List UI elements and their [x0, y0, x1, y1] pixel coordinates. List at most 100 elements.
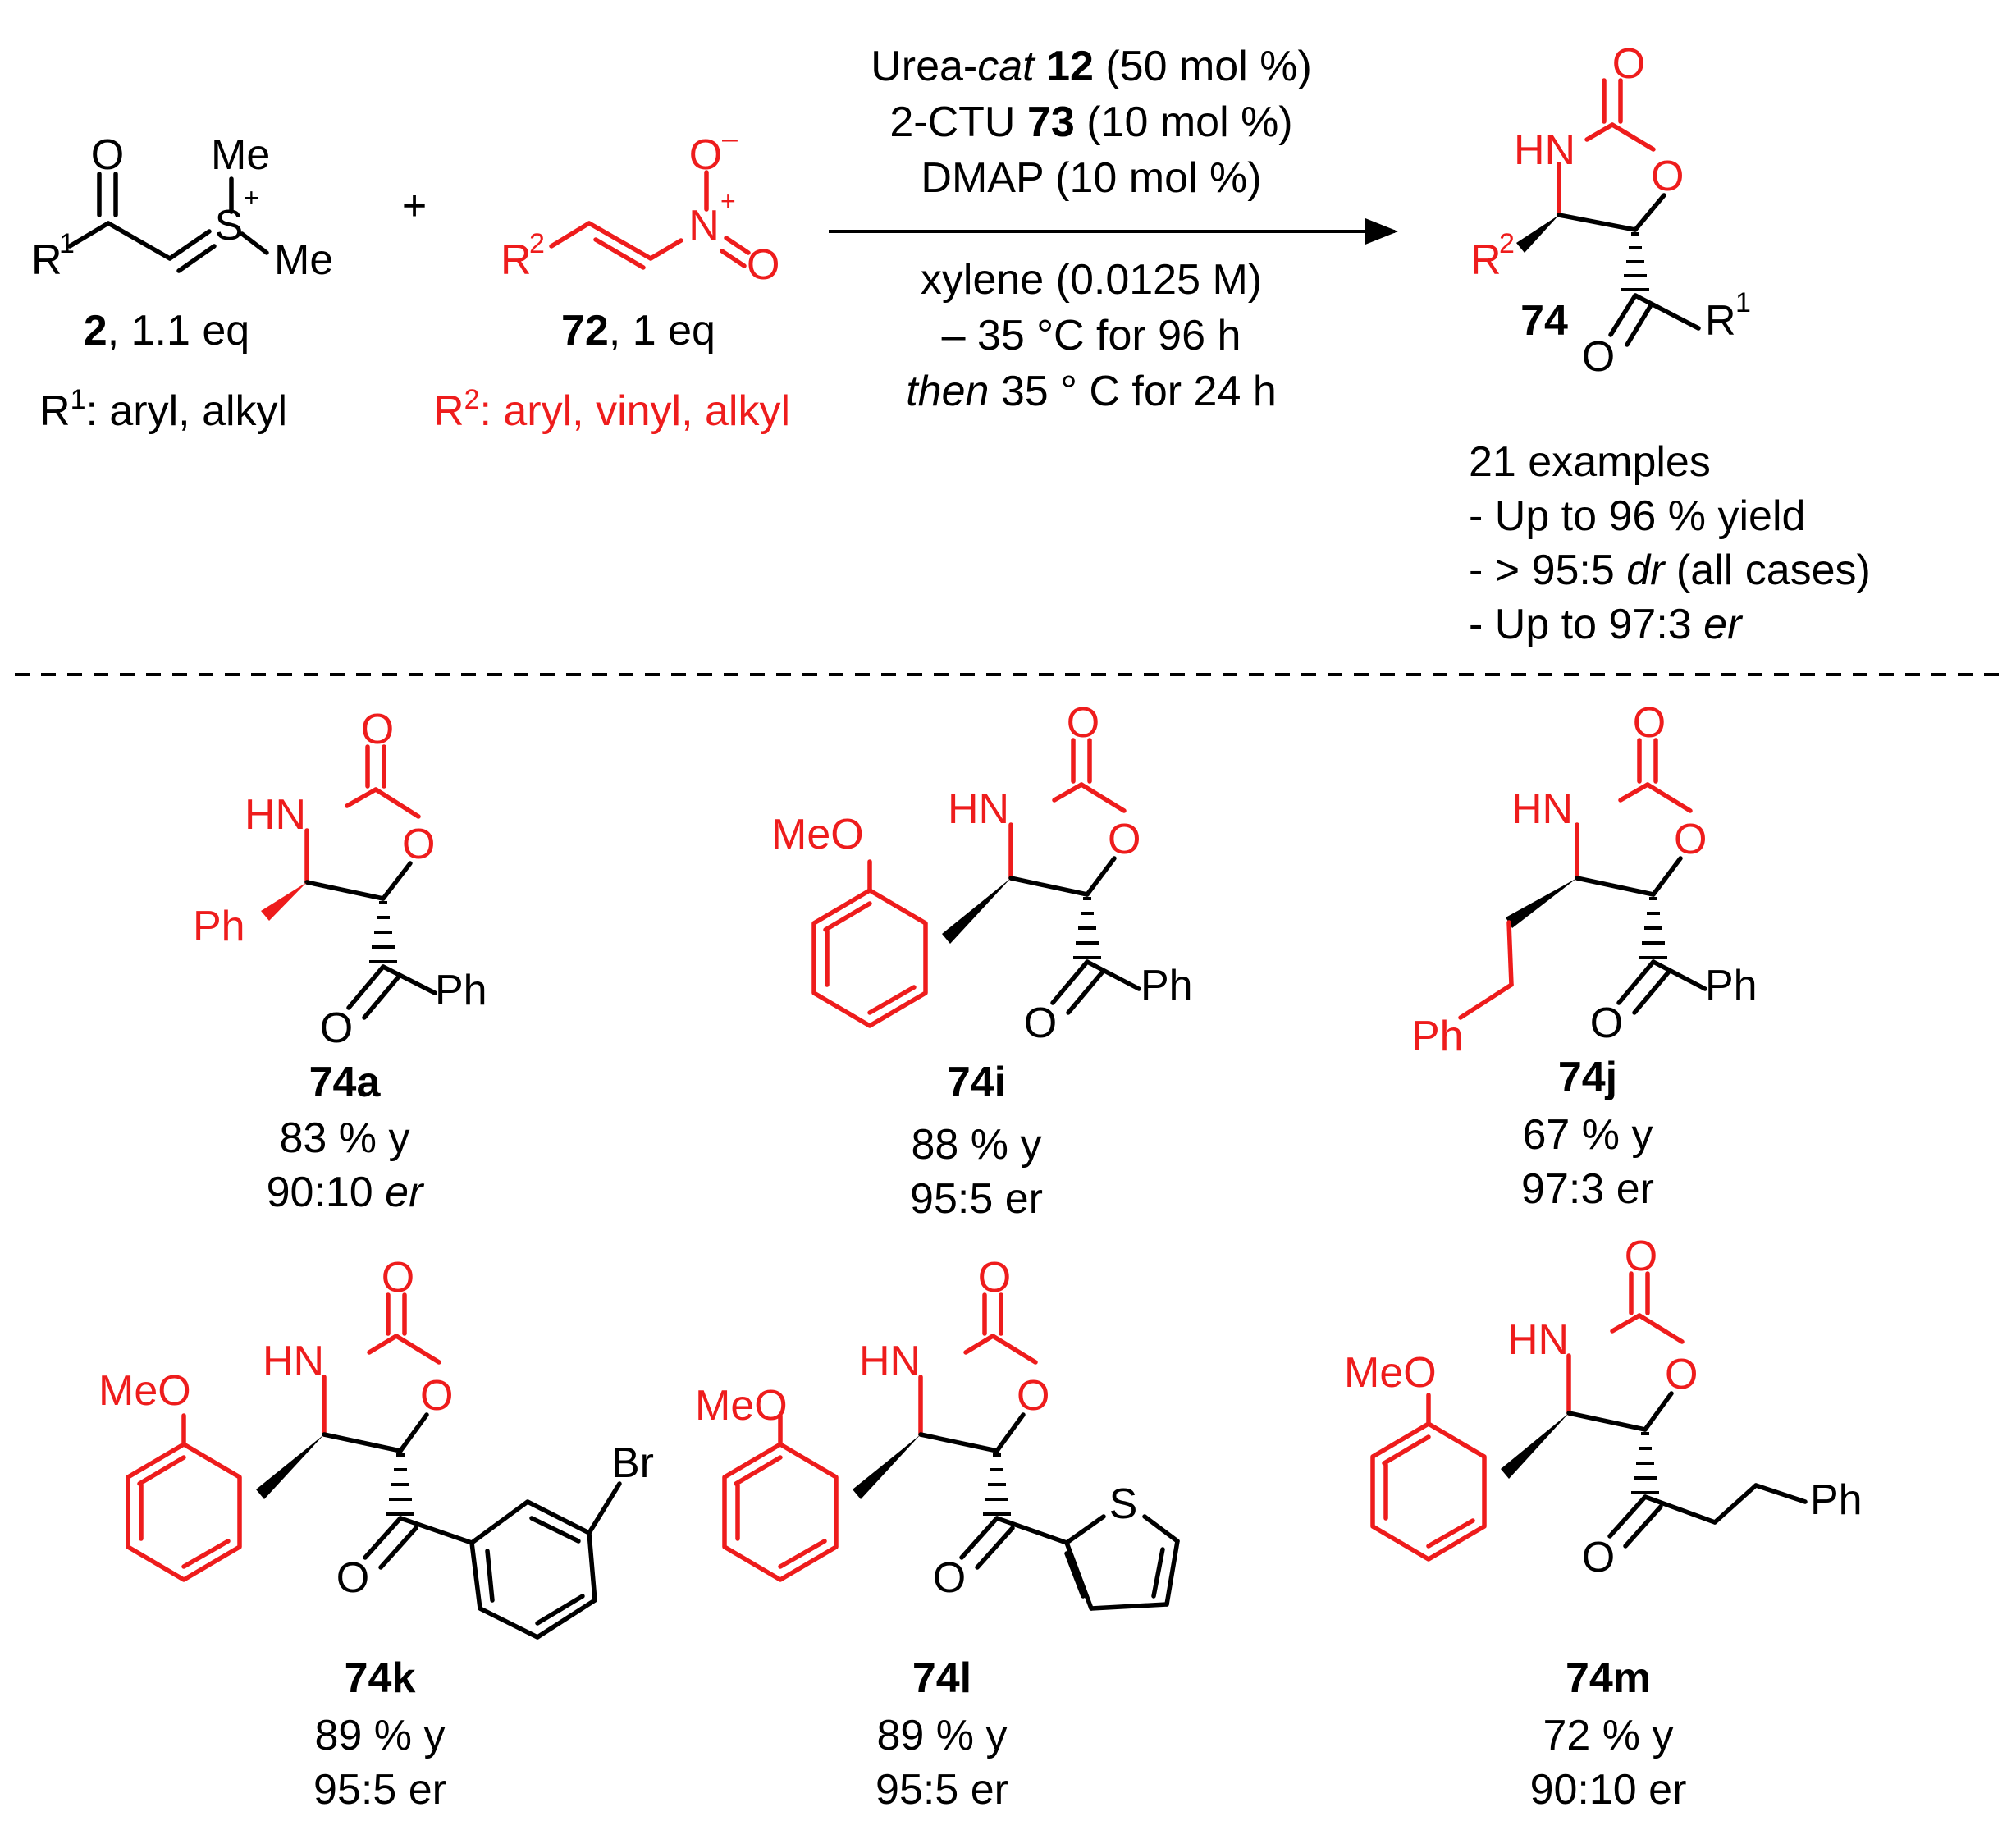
product-ring-oxygen: O — [1651, 153, 1684, 200]
ex-74k-yield: 89 % y — [315, 1712, 446, 1759]
ex-74l-carbonyl-oxygen: O — [978, 1254, 1011, 1302]
ex-74j-id: 74j — [1558, 1054, 1617, 1101]
condition-temperature-2: then 35 ° C for 24 h — [906, 368, 1277, 415]
ylide-label: 2, 1.1 eq — [84, 307, 249, 355]
ex-74i-er: 95:5 er — [910, 1175, 1043, 1223]
ex-74j-acyl-phenyl: Ph — [1705, 962, 1758, 1009]
ex-74l-sulfur: S — [1109, 1480, 1138, 1528]
ex-74k-ring-oxygen: O — [420, 1372, 453, 1420]
condition-base: DMAP (10 mol %) — [921, 154, 1261, 202]
nitro-oxygen-charge: – — [722, 123, 738, 154]
nitro-nitrogen-charge: + — [720, 186, 736, 216]
hashed-wedge-bond — [1621, 232, 1649, 291]
ylide-r1-superscript: 1 — [59, 228, 75, 259]
product-r1-superscript: 1 — [1735, 287, 1751, 318]
ex-74i-ring-oxygen: O — [1108, 816, 1141, 863]
ex-74l-methoxy: MeO — [695, 1382, 788, 1430]
condition-solvent: xylene (0.0125 M) — [921, 256, 1262, 304]
example-74a: O HN O Ph Ph O 74a 83 % y 90:10 er — [193, 706, 487, 1216]
condition-temperature-1: – 35 °C for 96 h — [942, 312, 1241, 359]
ex-74a-ketone-oxygen: O — [320, 1004, 353, 1052]
ex-74k-er: 95:5 er — [313, 1766, 446, 1814]
product-r1: R — [1705, 297, 1736, 345]
product-nh: HN — [1514, 126, 1575, 174]
ex-74m-er: 90:10 er — [1530, 1766, 1687, 1814]
reactant-ylide: O S + Me Me R 1 2, 1.1 eq R1: aryl, alky… — [31, 131, 333, 435]
summary-examples: 21 examples — [1469, 438, 1711, 486]
ex-74m-id: 74m — [1566, 1654, 1651, 1702]
example-74k: O HN O MeO Br O 74k 89 % y 95:5 er — [98, 1254, 654, 1814]
ex-74k-carbonyl-oxygen: O — [382, 1254, 414, 1302]
product-r2-superscript: 2 — [1499, 228, 1515, 259]
reaction-conditions: Urea-cat 12 (50 mol %) 2-CTU 73 (10 mol … — [829, 43, 1398, 415]
ylide-oxygen: O — [91, 131, 124, 179]
product-ketone-oxygen: O — [1582, 333, 1615, 381]
ex-74m-ketone-oxygen: O — [1582, 1534, 1615, 1581]
nitroalkene-r2-description: R2: aryl, vinyl, alkyl — [433, 384, 790, 435]
example-74l: S O HN O MeO O 74l 89 % y 95:5 er — [695, 1254, 1180, 1814]
example-74m: O HN O MeO Ph O 74m 72 % y 90:10 er — [1344, 1233, 1863, 1814]
ex-74l-ketone-oxygen: O — [933, 1554, 966, 1602]
reactant-nitroalkene: O – N + O R 2 72, 1 eq R2: aryl, vinyl, … — [433, 123, 790, 435]
ex-74i-carbonyl-oxygen: O — [1067, 699, 1099, 747]
condition-cocatalyst: 2-CTU 73 (10 mol %) — [889, 98, 1292, 146]
ex-74j-chain-phenyl: Ph — [1411, 1013, 1464, 1060]
ex-74j-yield: 67 % y — [1523, 1111, 1653, 1159]
ex-74j-nh: HN — [1511, 785, 1573, 833]
summary-dr: - > 95:5 dr (all cases) — [1469, 547, 1871, 594]
summary-yield: - Up to 96 % yield — [1469, 492, 1805, 540]
ex-74a-carbonyl-oxygen: O — [361, 706, 394, 753]
product-carbonyl-oxygen: O — [1612, 40, 1645, 88]
ex-74j-ring-oxygen: O — [1674, 816, 1707, 863]
condition-catalyst: Urea-cat 12 (50 mol %) — [871, 43, 1312, 90]
ex-74a-er: 90:10 er — [267, 1169, 425, 1216]
ex-74i-nh: HN — [948, 785, 1009, 833]
ex-74j-er: 97:3 er — [1521, 1165, 1654, 1213]
ex-74j-ketone-oxygen: O — [1590, 1000, 1623, 1047]
ylide-r1-description: R1: aryl, alkyl — [39, 384, 287, 435]
ex-74a-phenyl: Ph — [193, 903, 245, 950]
ex-74k-id: 74k — [345, 1654, 416, 1702]
nitroalkene-r2-superscript: 2 — [529, 228, 545, 259]
product-compound-id: 74 — [1520, 297, 1568, 345]
ex-74a-nh: HN — [245, 791, 306, 839]
example-74i: O HN O MeO Ph O 74i 88 % y 95:5 er — [771, 699, 1193, 1223]
ex-74j-carbonyl-oxygen: O — [1633, 699, 1666, 747]
ylide-sulfur-charge: + — [244, 183, 259, 213]
ex-74m-ring-oxygen: O — [1665, 1351, 1698, 1398]
ex-74a-id: 74a — [309, 1059, 382, 1106]
ex-74m-nh: HN — [1507, 1316, 1569, 1364]
ylide-r1: R — [31, 236, 62, 284]
ex-74i-methoxy: MeO — [771, 811, 864, 858]
product-summary: 21 examples - Up to 96 % yield - > 95:5 … — [1469, 438, 1871, 648]
plus-sign: + — [402, 182, 427, 230]
example-74j: O HN O Ph Ph O 74j 67 % y 97:3 er — [1411, 699, 1758, 1213]
ex-74l-ring-oxygen: O — [1017, 1372, 1049, 1420]
nitroalkene-label: 72, 1 eq — [561, 307, 715, 355]
ex-74a-acyl-phenyl: Ph — [435, 967, 487, 1014]
ex-74k-bromine: Br — [611, 1439, 654, 1487]
ex-74l-nh: HN — [859, 1338, 921, 1385]
ex-74k-nh: HN — [263, 1338, 324, 1385]
product-74: O HN O R 2 O R 1 74 — [1470, 40, 1751, 381]
ex-74a-ring-oxygen: O — [402, 821, 435, 868]
ex-74m-chain-phenyl: Ph — [1810, 1476, 1863, 1524]
nitro-oxygen-top: O — [689, 131, 722, 179]
ylide-methyl-right: Me — [274, 236, 333, 284]
ex-74m-carbonyl-oxygen: O — [1625, 1233, 1657, 1280]
nitroalkene-r2: R — [501, 236, 532, 284]
ex-74l-er: 95:5 er — [875, 1766, 1008, 1814]
summary-er: - Up to 97:3 er — [1469, 601, 1744, 648]
ex-74k-ketone-oxygen: O — [336, 1554, 369, 1602]
nitro-nitrogen: N — [688, 202, 720, 249]
nitro-oxygen-right: O — [747, 241, 779, 289]
ex-74k-methoxy: MeO — [98, 1367, 191, 1415]
ex-74l-id: 74l — [912, 1654, 971, 1702]
ex-74i-yield: 88 % y — [912, 1121, 1042, 1169]
ex-74m-methoxy: MeO — [1344, 1349, 1437, 1397]
ex-74i-id: 74i — [947, 1059, 1006, 1106]
ex-74m-yield: 72 % y — [1543, 1712, 1674, 1759]
ex-74i-ketone-oxygen: O — [1024, 1000, 1057, 1047]
ex-74a-yield: 83 % y — [280, 1114, 410, 1162]
